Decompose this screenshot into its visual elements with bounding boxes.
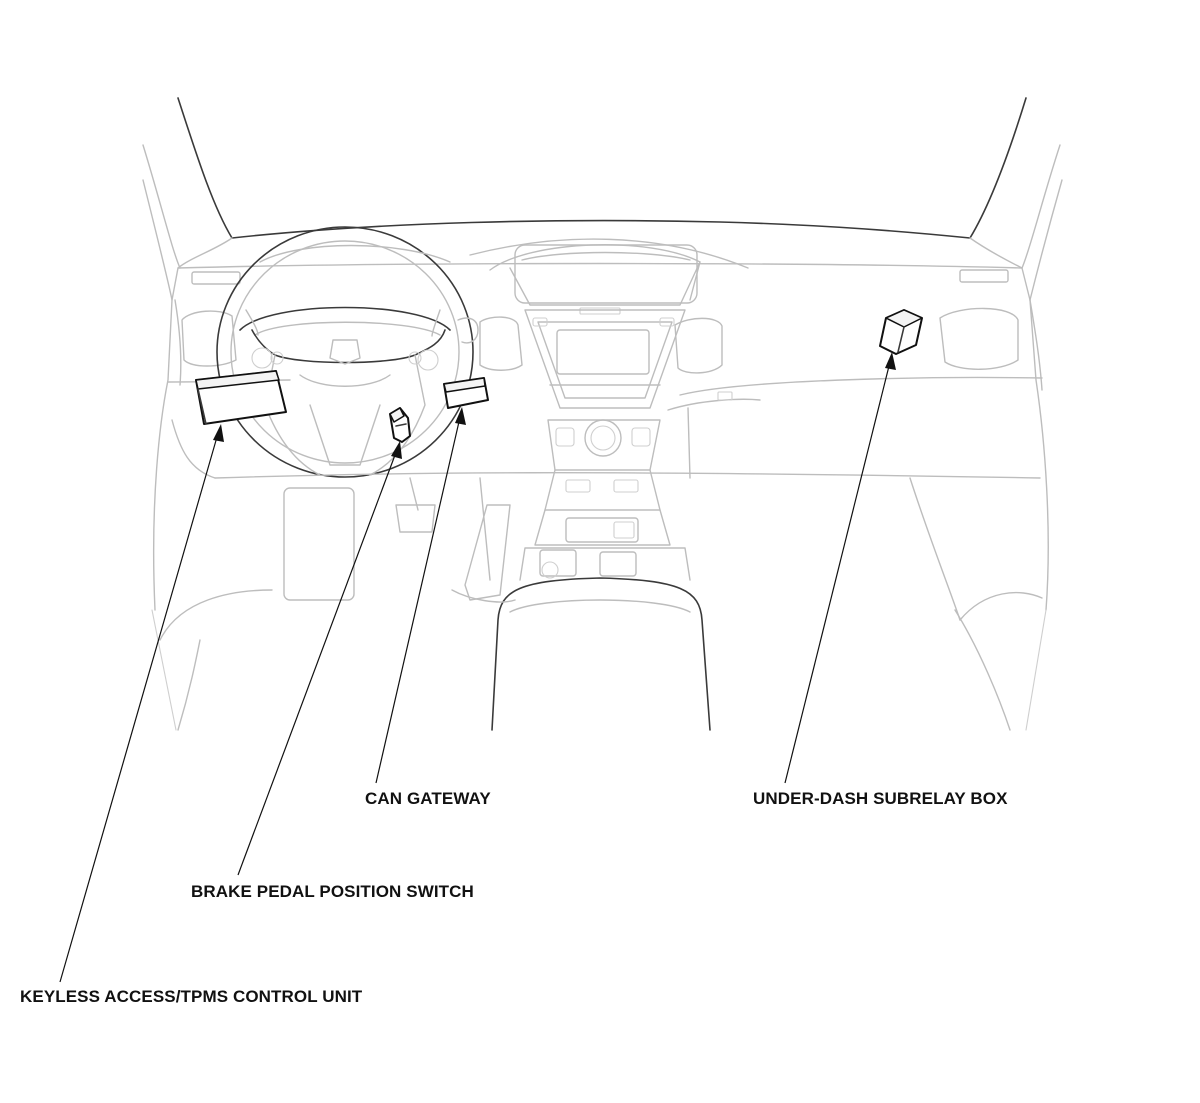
brake-pedal-position-switch — [389, 407, 411, 443]
lower-dash — [214, 307, 1043, 479]
floor-area — [159, 477, 1043, 731]
left-a-pillar — [142, 97, 233, 731]
keyless-access-control-unit — [195, 370, 287, 425]
console-armrest — [491, 577, 711, 731]
label-can-gateway: CAN GATEWAY — [365, 789, 491, 808]
steering-wheel — [216, 226, 474, 478]
leader-keyless — [59, 424, 224, 983]
leader-subrelay — [784, 352, 896, 784]
label-keyless-access-tpms-control-unit: KEYLESS ACCESS/TPMS CONTROL UNIT — [20, 987, 363, 1006]
center-console — [519, 419, 691, 581]
instrument-hood — [259, 244, 479, 344]
label-under-dash-subrelay-box: UNDER-DASH SUBRELAY BOX — [753, 789, 1008, 808]
leader-can — [375, 407, 466, 784]
can-gateway — [443, 377, 489, 409]
center-stack — [469, 238, 749, 409]
right-a-pillar — [969, 97, 1063, 731]
under-dash-subrelay-box — [879, 309, 923, 355]
leader-brake — [237, 441, 402, 876]
label-brake-pedal-position-switch: BRAKE PEDAL POSITION SWITCH — [191, 882, 474, 901]
